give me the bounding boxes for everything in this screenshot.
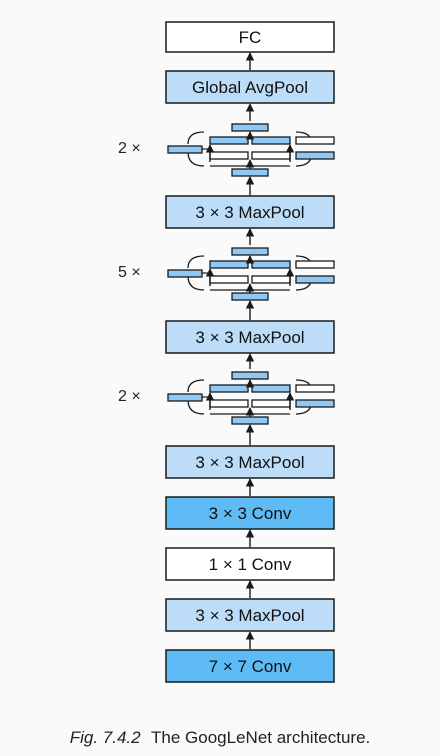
conv1-label: 7 × 7 Conv: [209, 657, 292, 676]
inc1-mid-block-a: [209, 384, 249, 393]
inc3-mid-block-c: [209, 151, 249, 160]
inc3-mid-block-d: [251, 151, 291, 160]
inc1-mid-block-c: [209, 399, 249, 408]
inc1-right-block-a: [295, 384, 335, 393]
inc1-mid-block-d: [251, 399, 291, 408]
fc-block: [165, 21, 335, 53]
inc1-right-block-b: [295, 399, 335, 408]
inc2-left-loop-top: [187, 255, 205, 269]
mp1-label: 3 × 3 MaxPool: [195, 606, 304, 625]
mp2-block: [165, 445, 335, 479]
inc3-input-block: [231, 168, 269, 177]
inc3-left-loop-bottom: [187, 151, 205, 167]
inc2-mid-block-b: [251, 260, 291, 269]
googlenet-architecture-diagram: FC Global AvgPool 2 × 3 × 3 MaxPool 5 × 3 × 3…: [118, 21, 335, 683]
inc1-left-loop-bottom: [187, 399, 205, 415]
inc3-right-block-a: [295, 136, 335, 145]
mp3-block: [165, 320, 335, 354]
inc3-left-branch-block: [167, 145, 203, 154]
mp4-block: [165, 195, 335, 229]
inc3-repeat-label: 2 ×: [118, 140, 141, 157]
inc3-mid-block-a: [209, 136, 249, 145]
inc1-left-branch-block: [167, 393, 203, 402]
inc2-left-loop-bottom: [187, 275, 205, 291]
inc2-repeat-label: 5 ×: [118, 264, 141, 281]
inc1-repeat-label: 2 ×: [118, 388, 141, 405]
inc1-concat-block: [231, 371, 269, 380]
inc3-concat-block: [231, 123, 269, 132]
inc2-mid-block-d: [251, 275, 291, 284]
inc3-mid-block-b: [251, 136, 291, 145]
figure-caption-text: The GoogLeNet architecture.: [151, 728, 371, 747]
mp2-label: 3 × 3 MaxPool: [195, 453, 304, 472]
inc2-left-branch-block: [167, 269, 203, 278]
inc3-left-loop-top: [187, 131, 205, 145]
conv3-block: [165, 496, 335, 530]
inc1-input-block: [231, 416, 269, 425]
inc2-input-block: [231, 292, 269, 301]
inc2-mid-block-a: [209, 260, 249, 269]
figure-caption: Fig. 7.4.2 The GoogLeNet architecture.: [0, 728, 440, 748]
conv2-block: [165, 547, 335, 581]
inc1-mid-block-b: [251, 384, 291, 393]
inc2-right-block-a: [295, 260, 335, 269]
figure-number: Fig. 7.4.2: [69, 728, 141, 747]
inc2-concat-block: [231, 247, 269, 256]
conv1-block: [165, 649, 335, 683]
inc3-right-block-b: [295, 151, 335, 160]
gap-block: [165, 70, 335, 104]
fc-label: FC: [239, 28, 262, 47]
inc2-right-block-b: [295, 275, 335, 284]
mp3-label: 3 × 3 MaxPool: [195, 328, 304, 347]
mp4-label: 3 × 3 MaxPool: [195, 203, 304, 222]
conv3-label: 3 × 3 Conv: [209, 504, 292, 523]
inc2-mid-block-c: [209, 275, 249, 284]
gap-label: Global AvgPool: [192, 78, 308, 97]
conv2-label: 1 × 1 Conv: [209, 555, 292, 574]
inc1-left-loop-top: [187, 379, 205, 393]
mp1-block: [165, 598, 335, 632]
